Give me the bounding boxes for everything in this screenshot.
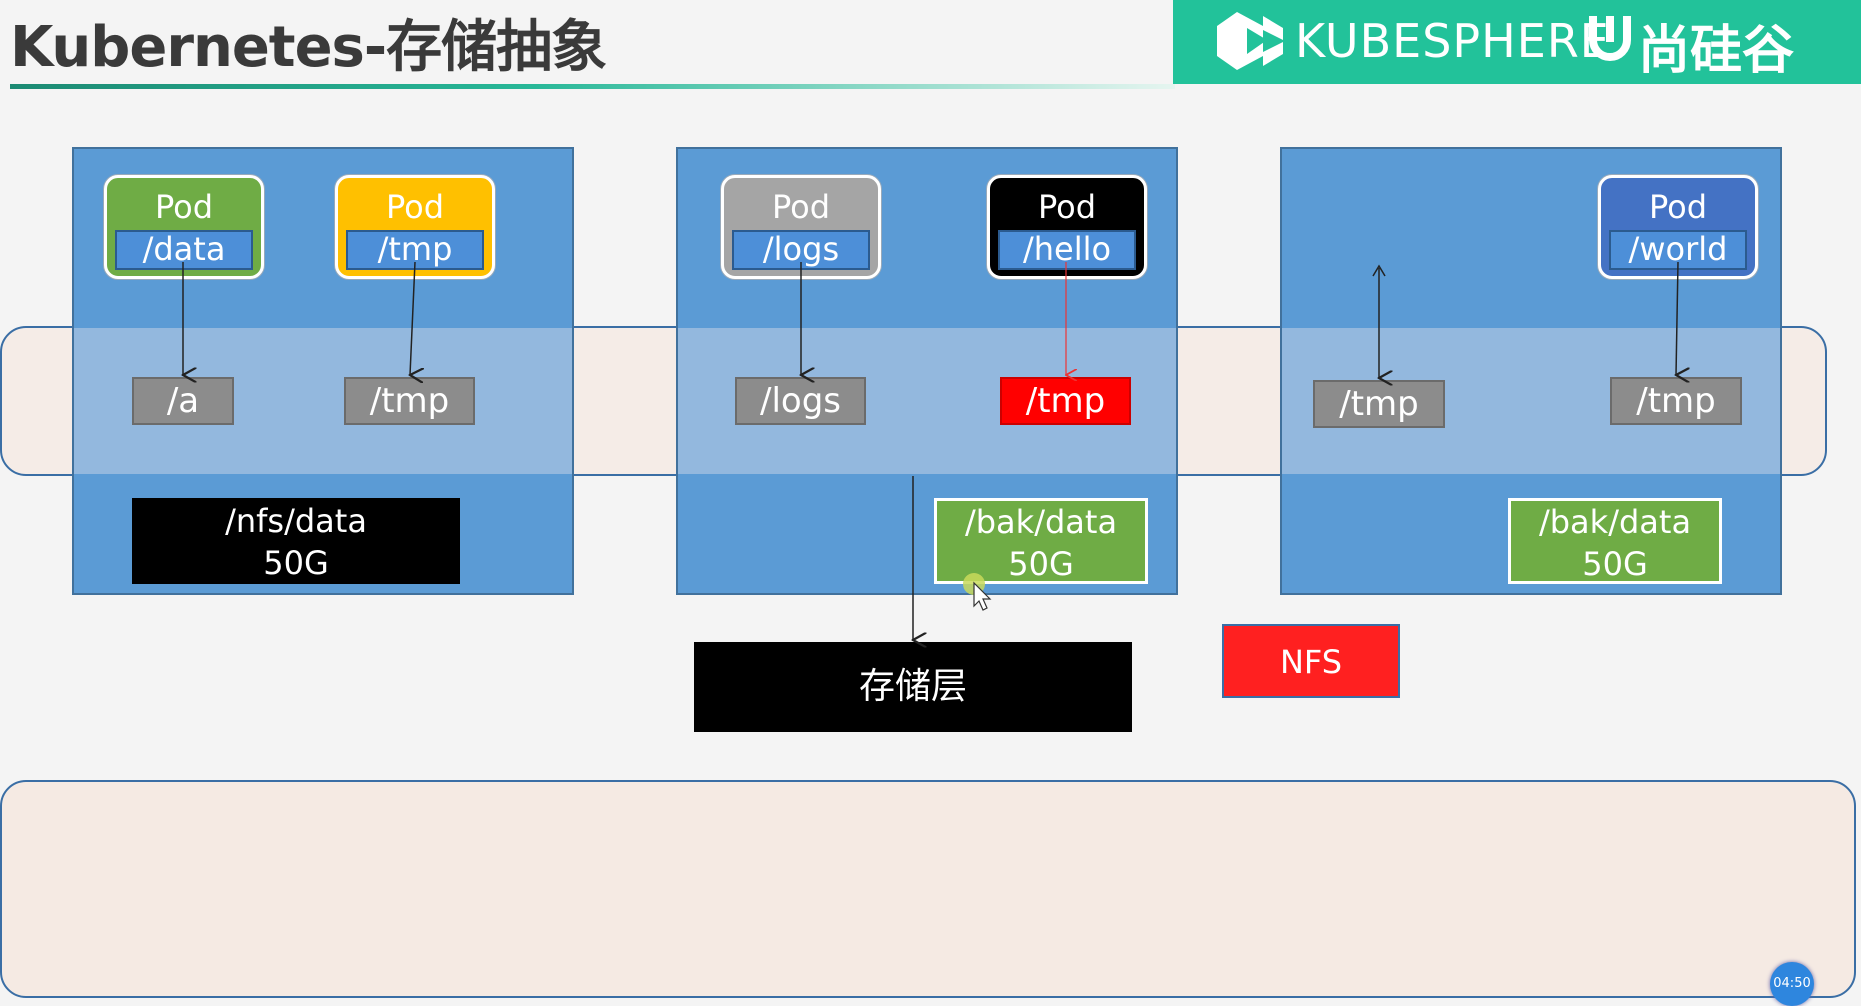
volume-a: /a <box>132 377 234 425</box>
atguigu-logo-icon <box>1589 16 1631 61</box>
storage-bak-data: /bak/data 50G <box>1508 498 1722 584</box>
nfs-box: NFS <box>1222 624 1400 698</box>
kubesphere-logo-icon <box>1217 12 1283 70</box>
pod-tmp[interactable]: Pod /tmp <box>335 175 495 279</box>
pod-label: Pod <box>771 188 831 226</box>
volume-tmp-highlight: /tmp <box>1000 377 1131 425</box>
volume-tmp: /tmp <box>344 377 475 425</box>
pod-label: Pod <box>154 188 214 226</box>
brand-banner: KUBESPHERE 尚硅谷 <box>1173 0 1861 84</box>
pod-mount-path: /tmp <box>346 230 484 270</box>
storage-path: /bak/data <box>964 503 1118 541</box>
storage-layer: 存储层 <box>694 642 1132 732</box>
storage-size: 50G <box>263 544 329 582</box>
atguigu-wordmark: 尚硅谷 <box>1638 21 1795 81</box>
pod-mount-path: /data <box>115 230 253 270</box>
mount-arrow <box>410 261 415 375</box>
pod-mount-path: /hello <box>998 230 1136 270</box>
volume-tmp: /tmp <box>1313 380 1445 428</box>
pod-hello[interactable]: Pod /hello <box>987 175 1147 279</box>
title-underline <box>10 84 1175 89</box>
storage-path: /nfs/data <box>225 502 367 540</box>
pod-world[interactable]: Pod /world <box>1598 175 1758 279</box>
storage-size: 50G <box>1008 545 1074 583</box>
volume-tmp: /tmp <box>1610 377 1742 425</box>
volume-logs: /logs <box>735 377 866 425</box>
storage-size: 50G <box>1582 545 1648 583</box>
storage-path: /bak/data <box>1538 503 1692 541</box>
pod-label: Pod <box>1648 188 1708 226</box>
storage-bak-data: /bak/data 50G <box>934 498 1148 584</box>
bottom-band <box>0 780 1856 998</box>
pod-label: Pod <box>385 188 445 226</box>
slide-title: Kubernetes-存储抽象 <box>10 15 607 80</box>
kubesphere-wordmark: KUBESPHERE <box>1295 14 1610 68</box>
pod-data[interactable]: Pod /data <box>104 175 264 279</box>
mount-arrow <box>1676 261 1678 375</box>
pod-label: Pod <box>1037 188 1097 226</box>
recording-timer: 04:50 <box>1770 962 1814 1006</box>
storage-nfs-data: /nfs/data 50G <box>132 498 460 584</box>
